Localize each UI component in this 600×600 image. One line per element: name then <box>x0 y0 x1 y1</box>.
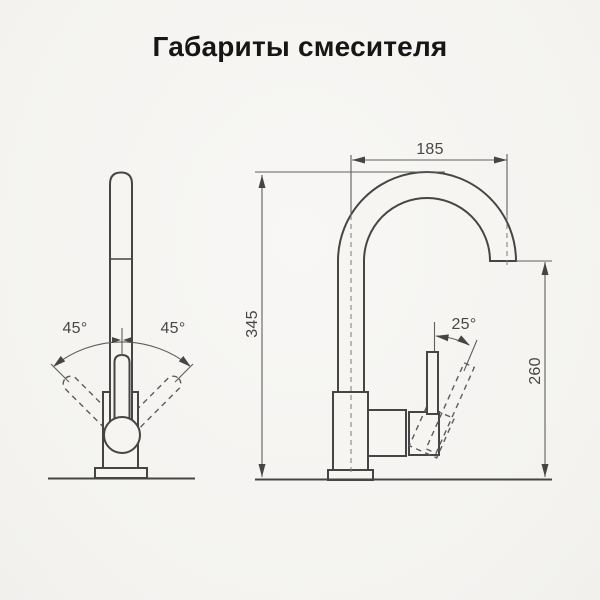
handle-stick <box>426 351 439 415</box>
center-tick-arrow-left <box>112 337 121 343</box>
faucet-side-view <box>255 154 552 481</box>
page-title: Габариты смесителя <box>152 31 448 62</box>
cartridge-box <box>408 411 440 456</box>
faucet-front-view <box>48 171 195 480</box>
dim-260-arrow-bottom <box>541 464 549 477</box>
swivel-arrow-right <box>178 355 191 367</box>
handle-arc-arrow-right <box>457 335 470 346</box>
dim-260-arrow-top <box>541 262 549 275</box>
label-overall-height: 345 <box>244 310 261 338</box>
label-handle-angle: 25° <box>451 316 477 333</box>
ghost-handle-tilted <box>408 361 476 459</box>
handle-arc-arrow-left <box>435 334 449 342</box>
ball-joint <box>103 416 141 454</box>
dim-345-arrow-bottom <box>258 464 266 477</box>
ext-line-45-right <box>174 363 194 383</box>
lever-arm <box>367 409 407 457</box>
swivel-arrow-left <box>53 355 66 367</box>
label-swivel-angle-right: 45° <box>160 320 186 337</box>
label-spout-reach: 185 <box>416 141 444 158</box>
label-swivel-angle-left: 45° <box>62 320 88 337</box>
dim-345-arrow-top <box>258 175 266 188</box>
dim-185-arrow-left <box>352 156 365 164</box>
gooseneck-spout <box>337 171 518 393</box>
dim-185-arrow-right <box>494 156 507 164</box>
center-tick-arrow-right <box>123 337 132 343</box>
ext-line-handle-tilted <box>463 339 478 372</box>
ext-line-45-left <box>50 363 70 383</box>
label-spout-height: 260 <box>527 357 544 385</box>
faucet-base-front <box>94 467 148 479</box>
